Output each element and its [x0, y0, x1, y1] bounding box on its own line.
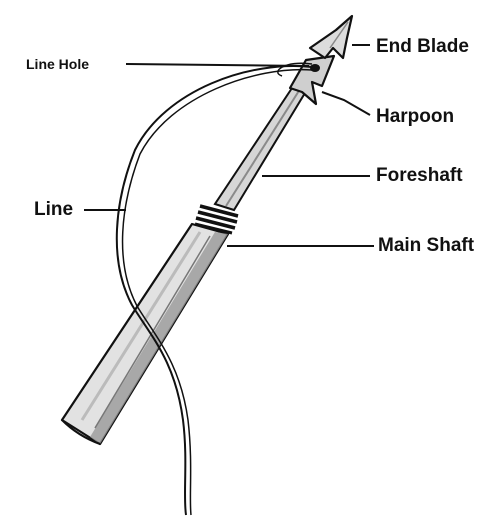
main-shaft	[60, 222, 230, 446]
leader-lines	[84, 44, 374, 247]
harpoon-head	[288, 54, 336, 106]
label-end-blade: End Blade	[376, 36, 469, 57]
line-cord	[115, 62, 313, 516]
foreshaft	[213, 80, 310, 212]
label-foreshaft: Foreshaft	[376, 165, 463, 186]
leader-line-hole	[125, 63, 310, 67]
leader-harpoon	[321, 91, 371, 116]
label-harpoon: Harpoon	[376, 106, 455, 127]
label-line: Line	[34, 199, 74, 220]
label-main-shaft: Main Shaft	[378, 235, 475, 256]
end-blade	[308, 14, 354, 60]
binding	[194, 204, 239, 235]
label-line-hole: Line Hole	[26, 56, 90, 72]
